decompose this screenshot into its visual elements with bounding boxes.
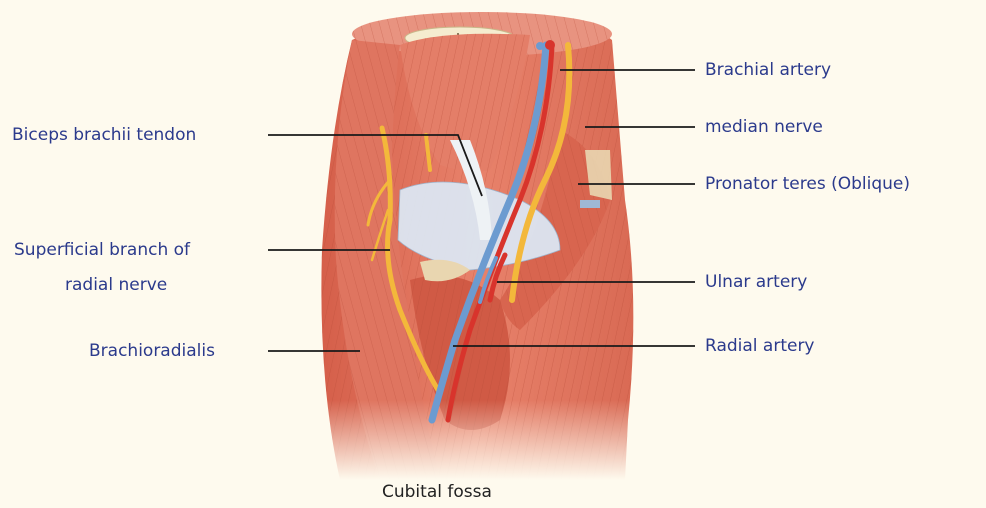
- label-ulnar-artery: Ulnar artery: [705, 271, 807, 293]
- label-pronator-teres: Pronator teres (Oblique): [705, 173, 910, 195]
- label-radial-artery: Radial artery: [705, 335, 815, 357]
- arm-body: [300, 12, 660, 480]
- label-biceps-brachii-tendon: Biceps brachii tendon: [12, 124, 196, 146]
- label-median-nerve: median nerve: [705, 116, 823, 138]
- figure-caption: Cubital fossa: [382, 482, 492, 502]
- label-brachial-artery: Brachial artery: [705, 59, 831, 81]
- label-superficial-branch-line2: radial nerve: [65, 274, 167, 296]
- label-brachioradialis: Brachioradialis: [89, 340, 215, 362]
- label-superficial-branch-line1: Superficial branch of: [14, 239, 190, 261]
